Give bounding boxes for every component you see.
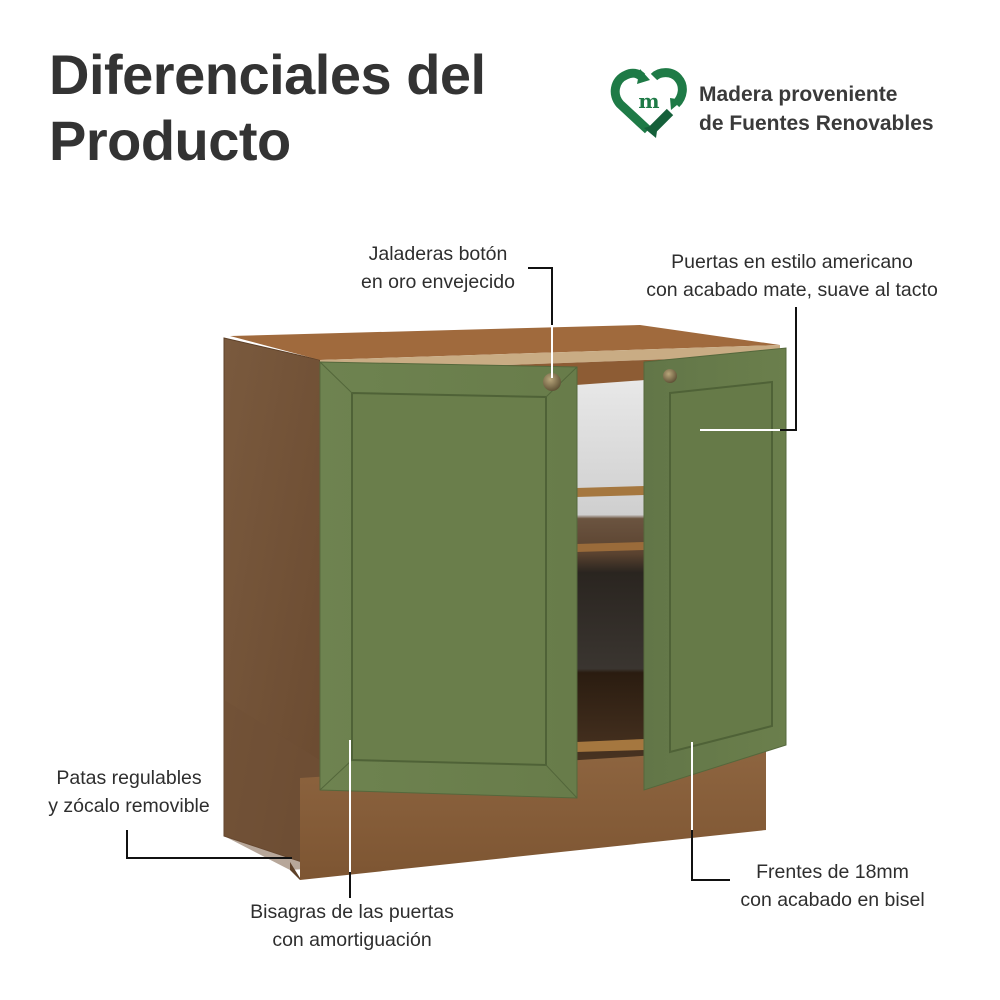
callout-hinges: Bisagras de las puertas con amortiguació… (250, 901, 454, 951)
callout-knobs: Jaladeras botón en oro envejecido (361, 243, 515, 293)
recycle-heart-m-icon: m (610, 68, 687, 138)
page-title-line2: Producto (49, 109, 291, 172)
left-door (319, 361, 578, 799)
cabinet-interior (576, 380, 645, 765)
callout-fronts: Frentes de 18mm con acabado en bisel (740, 861, 925, 911)
badge-text: Madera proveniente de Fuentes Renovables (699, 80, 934, 138)
right-door (643, 347, 787, 791)
badge-line2: de Fuentes Renovables (699, 112, 934, 135)
callout-legs: Patas regulables y zócalo removible (48, 767, 210, 817)
page-title: Diferenciales del Producto (49, 42, 486, 174)
svg-text:m: m (638, 89, 659, 113)
renewable-wood-badge: m Madera proveniente de Fuentes Renovabl… (610, 68, 990, 138)
callout-doors: Puertas en estilo americano con acabado … (646, 251, 938, 301)
badge-line1: Madera proveniente (699, 83, 898, 106)
left-door-knob (543, 373, 561, 391)
right-door-knob (663, 369, 677, 383)
page-title-line1: Diferenciales del (49, 43, 486, 106)
